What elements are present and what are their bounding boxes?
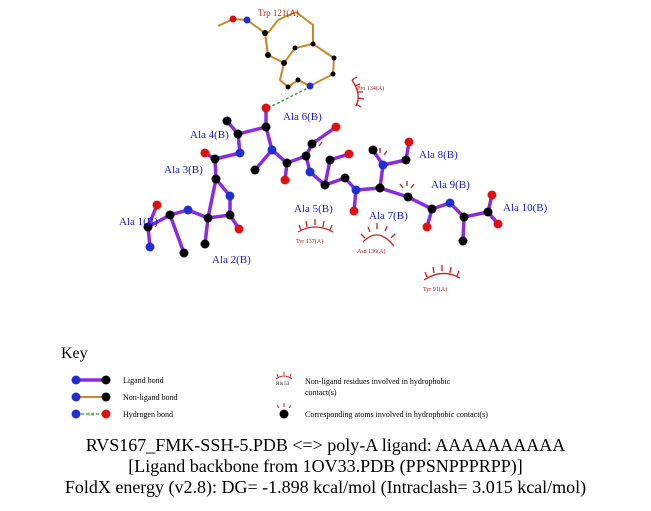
hydrogen-bond-trp121 [267, 87, 309, 109]
label-ala9: Ala 9(B) [431, 179, 470, 191]
label-trp121: Trp 121(A) [258, 8, 299, 18]
label-ala2: Ala 2(B) [212, 254, 251, 266]
key-hydrogen-bond: 3.0 [71, 409, 111, 419]
caption-line-2: [Ligand backbone from 1OV33.PDB (PPSNPPP… [128, 456, 523, 476]
label-ala3: Ala 3(B) [164, 164, 203, 176]
label-ala1: Ala 1(B) [119, 216, 158, 228]
label-ala7: Ala 7(B) [369, 210, 408, 222]
label-pro134: Pro 134(A) [357, 85, 384, 92]
ligand-atoms [143, 103, 503, 258]
caption-line-3: FoldX energy (v2.8): DG= -1.898 kcal/mol… [64, 477, 587, 497]
key-ligand-bond-label: Ligand bond [123, 376, 164, 385]
label-ala4: Ala 4(B) [190, 129, 229, 141]
key-hbond-distance: 3.0 [88, 413, 95, 418]
label-asn136: Asn 136(A) [357, 248, 386, 255]
key-ligand-bond [71, 375, 111, 385]
key-nonligand-bond [71, 392, 111, 402]
key-nonligand-residues-label-2: contact(s) [305, 388, 337, 397]
key: Key Ligand bond Non-ligand bond 3.0 Hydr… [61, 345, 488, 419]
key-example-residue: His 53 [276, 382, 290, 387]
key-corresponding-atoms-label: Corresponding atoms involved in hydropho… [305, 410, 488, 419]
trp121-atoms [229, 15, 337, 90]
trp121-residue [217, 10, 336, 89]
label-ala6: Ala 6(B) [283, 111, 322, 123]
caption-line-1: RVS167_FMK-SSH-5.PDB <=> poly-A ligand: … [85, 435, 566, 455]
key-nonligand-bond-label: Non-ligand bond [123, 393, 177, 402]
key-hydrogen-bond-label: Hydrogen bond [123, 410, 173, 419]
key-corresponding-atom-icon [276, 403, 292, 419]
key-hydrophobic-residue-icon [275, 372, 293, 380]
key-title: Key [61, 345, 88, 362]
key-nonligand-residues-label-1: Non-ligand residues involved in hydropho… [305, 377, 451, 386]
label-tyr91: Tyr 91(A) [423, 286, 447, 293]
label-ala8: Ala 8(B) [419, 149, 458, 161]
label-ala10: Ala 10(B) [503, 202, 548, 214]
label-ala5: Ala 5(B) [294, 203, 333, 215]
label-tyr137: Tyr 137(A) [296, 238, 323, 245]
